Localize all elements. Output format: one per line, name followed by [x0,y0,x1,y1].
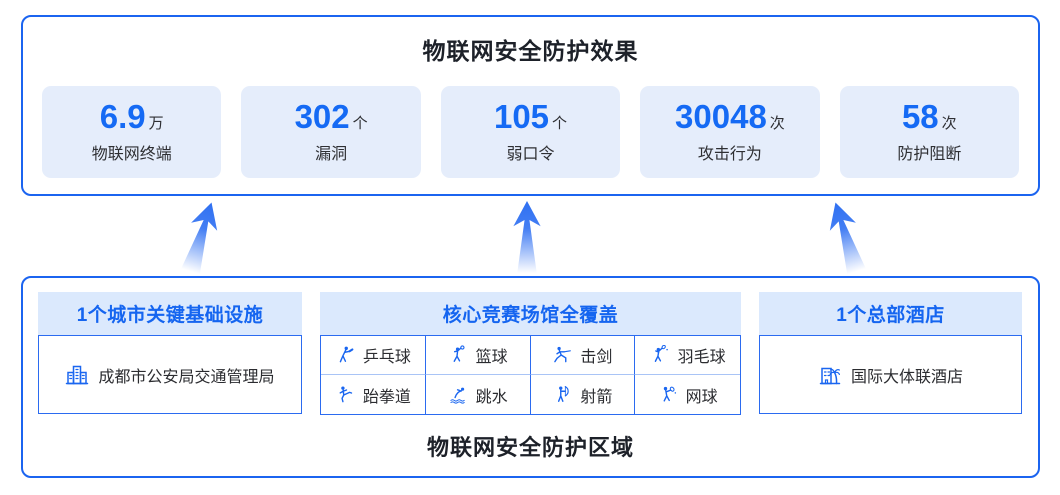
government-building-icon [66,365,89,384]
venue-cell-basketball: 篮球 [425,336,531,375]
infrastructure-label: 成都市公安局交通管理局 [98,368,275,386]
venue-cell-archery: 射箭 [531,375,636,414]
stat-value-row: 58 次 [902,100,957,133]
stat-label: 弱口令 [506,146,555,163]
venue-cell-table-tennis: 乒乓球 [321,336,426,375]
venue-label: 跆拳道 [362,388,411,406]
section-city-infrastructure: 1个城市关键基础设施 成都市公安局交通管理局 [38,292,302,414]
panel-title-area: 物联网安全防护区域 [426,435,634,460]
up-arrow-icon [161,193,240,281]
up-arrow-icon [497,200,557,274]
stat-value: 105 [493,98,550,135]
venue-label: 篮球 [475,349,508,366]
hotel-building-icon [819,367,841,384]
protection-area-panel: 1个城市关键基础设施 成都市公安局交通管理局 核心竞赛场馆全覆盖 [21,276,1040,478]
section-venues: 核心竞赛场馆全覆盖 乒乓球 篮球 [320,292,741,415]
stat-value-row: 30048 次 [675,100,785,133]
hotel-item: 国际大体联酒店 [759,335,1022,414]
archery-icon [558,385,570,402]
stat-card-weak-passwords: 105 个 弱口令 [440,86,621,178]
stat-value-row: 302 个 [295,100,368,133]
venues-grid: 乒乓球 篮球 [320,335,741,415]
stat-unit: 次 [941,115,957,132]
stat-value: 6.9 [99,98,146,135]
stat-card-attacks: 30048 次 攻击行为 [640,86,820,178]
stat-unit: 万 [148,115,164,132]
venue-cell-taekwondo: 跆拳道 [321,375,426,414]
venue-label: 网球 [685,388,718,406]
stat-value-row: 105 个 [494,100,567,133]
stat-label: 攻击行为 [697,146,762,163]
venue-label: 射箭 [580,388,613,406]
stat-label: 物联网终端 [91,146,172,163]
flow-arrows [0,198,1060,275]
taekwondo-icon [339,386,353,402]
stat-value: 30048 [675,98,767,135]
stat-unit: 个 [552,115,568,132]
protection-effect-panel: 物联网安全防护效果 6.9 万 物联网终端 302 个 漏洞 105 个 [21,15,1040,196]
basketball-icon [453,345,465,362]
stat-label: 漏洞 [315,146,348,163]
stat-value-row: 6.9 万 [100,100,164,133]
venue-cell-diving: 跳水 [426,375,531,414]
badminton-icon [654,345,668,362]
stat-label: 防护阻断 [897,146,962,163]
fencing-icon [554,346,572,363]
stats-row: 6.9 万 物联网终端 302 个 漏洞 105 个 弱口令 [42,86,1020,178]
section-hotel: 1个总部酒店 国际大体联酒店 [759,292,1022,414]
section-header-hotel: 1个总部酒店 [759,292,1022,335]
venue-cell-fencing: 击剑 [530,336,636,375]
venue-label: 跳水 [475,388,508,406]
venue-cell-tennis: 网球 [635,375,740,414]
hotel-label: 国际大体联酒店 [850,368,963,386]
stat-card-iot-terminals: 6.9 万 物联网终端 [42,86,222,178]
venue-label: 击剑 [580,349,613,366]
section-header-infrastructure: 1个城市关键基础设施 [38,292,302,335]
stat-card-blocks: 58 次 防护阻断 [839,86,1020,178]
venue-cell-badminton: 羽毛球 [635,336,740,375]
infrastructure-item: 成都市公安局交通管理局 [38,335,302,414]
stat-card-vulnerabilities: 302 个 漏洞 [241,86,421,178]
up-arrow-icon [806,193,885,281]
venue-label: 羽毛球 [677,349,726,366]
stat-unit: 个 [352,115,368,132]
diving-icon [450,387,465,404]
stat-value: 302 [294,98,350,135]
section-header-venues: 核心竞赛场馆全覆盖 [320,292,741,335]
table-tennis-icon [339,346,354,363]
panel-title-effect: 物联网安全防护效果 [422,38,639,64]
tennis-icon [663,386,676,402]
venue-label: 乒乓球 [362,349,411,366]
stat-unit: 次 [769,115,785,132]
stat-value: 58 [901,98,939,135]
